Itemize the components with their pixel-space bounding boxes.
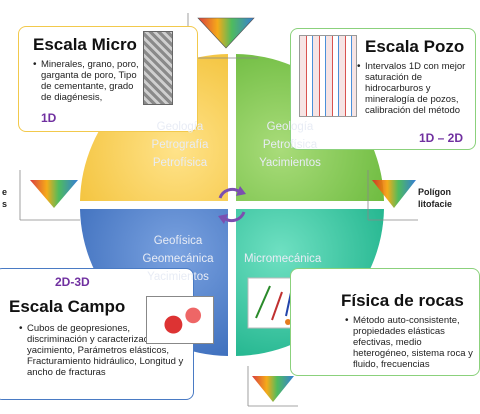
rocas-box: Física de rocas Método auto-consistente,… <box>290 268 480 376</box>
micro-bullet: Minerales, grano, poro, garganta de poro… <box>33 59 139 103</box>
quadrant-bottom-left-text: Geofísica Geomecánica Yacimientos <box>142 235 214 283</box>
left-side-label: e s <box>2 187 8 209</box>
pozo-bullet: Intervalos 1D con mejor saturación de hi… <box>357 61 473 116</box>
rocas-bullet: Método auto-consistente, propiedades elá… <box>345 315 473 370</box>
ternary-plot-top <box>187 13 258 59</box>
quadrant-bottom-right-text: Micromecánica <box>244 253 322 265</box>
cycle-arrows-icon <box>218 186 246 224</box>
campo-title: Escala Campo <box>9 297 126 316</box>
quadrant-top-left-text: Geología Petrografía Petrofísica <box>151 121 209 169</box>
rocas-title: Física de rocas <box>341 291 464 310</box>
campo-box: 2D-3D Escala Campo Cubos de geopresiones… <box>0 268 194 400</box>
micro-title: Escala Micro <box>33 35 137 54</box>
micro-image <box>143 31 173 105</box>
micro-scale-label: 1D <box>41 111 57 125</box>
ternary-plot-left <box>19 170 80 221</box>
pozo-scale-label: 1D – 2D <box>419 131 464 145</box>
campo-scale-label: 2D-3D <box>55 275 90 289</box>
ternary-plot-bottom <box>247 366 298 407</box>
pozo-title: Escala Pozo <box>365 37 465 56</box>
quadrant-top-right-text: Geología Petrofísica Yacimientos <box>259 121 321 169</box>
ternary-plot-right <box>367 170 418 221</box>
pozo-box: Escala Pozo Intervalos 1D con mejor satu… <box>290 28 476 150</box>
micro-box: Escala Micro Minerales, grano, poro, gar… <box>18 26 198 132</box>
campo-bullet: Cubos de geopresiones, discriminación y … <box>19 323 187 378</box>
right-side-label: Polígon litofacie <box>418 187 453 209</box>
well-log-image <box>299 35 357 117</box>
field-image <box>146 296 214 344</box>
